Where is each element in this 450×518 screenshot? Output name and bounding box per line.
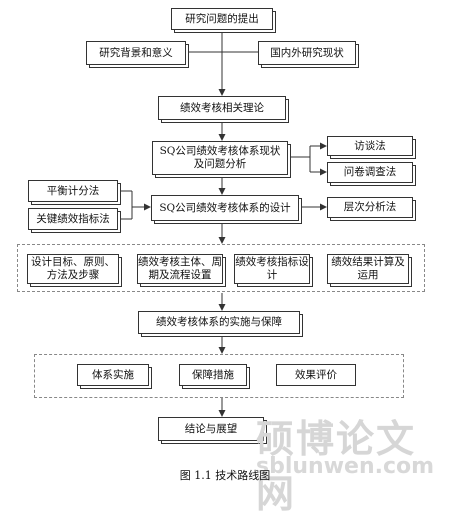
node-status-analysis: SQ公司绩效考核体系现状及问题分析 (152, 141, 288, 175)
node-system-impl: 体系实施 (77, 364, 149, 386)
connector-lines (118, 31, 327, 417)
figure-caption: 图 1.1 技术路线图 (179, 469, 271, 482)
node-evaluation: 效果评价 (276, 364, 356, 386)
node-research-question: 研究问题的提出 (171, 8, 273, 30)
node-background: 研究背景和意义 (86, 41, 186, 65)
node-bsc: 平衡计分法 (28, 180, 118, 202)
node-implementation: 绩效考核体系的实施与保障 (138, 311, 300, 334)
node-kpi: 关键绩效指标法 (28, 208, 118, 230)
node-conclusion: 结论与展望 (158, 417, 264, 441)
node-questionnaire: 问卷调查法 (327, 162, 413, 183)
node-indicators: 绩效考核指标设计 (234, 254, 310, 284)
implementation-group (34, 354, 404, 398)
node-subject: 绩效考核主体、周期及流程设置 (137, 254, 223, 284)
node-results: 绩效结果计算及运用 (327, 254, 409, 284)
design-details-group (17, 244, 425, 292)
node-safeguards: 保障措施 (179, 364, 247, 386)
node-theory: 绩效考核相关理论 (158, 96, 286, 120)
node-ahp: 层次分析法 (327, 197, 413, 218)
node-design: SQ公司绩效考核体系的设计 (151, 195, 299, 221)
node-interview: 访谈法 (327, 136, 413, 156)
watermark-url: sblunwen.com (256, 454, 435, 479)
node-literature: 国内外研究现状 (258, 41, 356, 65)
node-goals: 设计目标、原则、方法及步骤 (27, 254, 119, 284)
